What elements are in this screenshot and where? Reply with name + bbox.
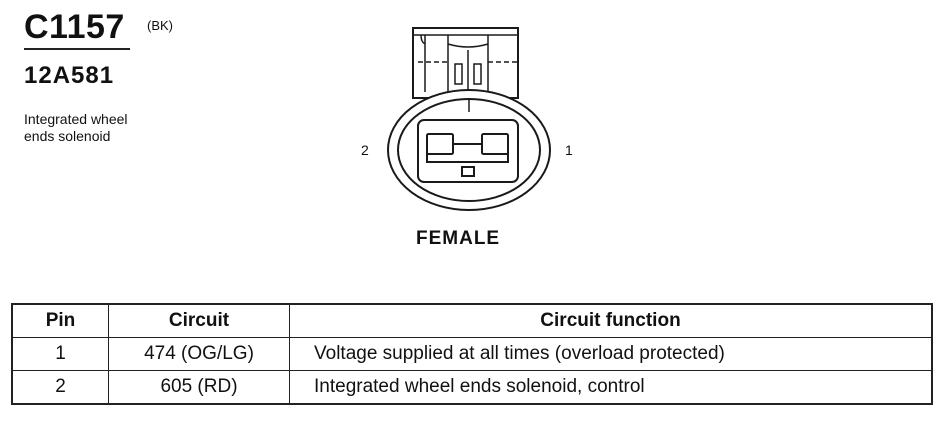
connector-face-diagram [387, 27, 551, 211]
connector-id: C1157 [24, 8, 125, 46]
latch-center-tab [447, 35, 489, 92]
pin-label-2: 2 [361, 142, 369, 158]
part-number: 12A581 [24, 62, 115, 89]
table-row: 2 605 (RD) Integrated wheel ends solenoi… [11, 370, 933, 405]
connector-color: (BK) [147, 18, 173, 33]
cell-circuit: 474 (OG/LG) [108, 337, 290, 371]
table-row: 1 474 (OG/LG) Voltage supplied at all ti… [11, 337, 933, 371]
terminal-cavity [417, 119, 519, 183]
latch-left-clip [454, 63, 463, 85]
latch-right-clip [473, 63, 482, 85]
table-header-row: Pin Circuit Circuit function [11, 303, 933, 338]
connector-id-underline [24, 48, 130, 50]
pin-table: Pin Circuit Circuit function 1 474 (OG/L… [11, 303, 933, 405]
latch-housing [412, 27, 519, 99]
cell-circuit-function: Voltage supplied at all times (overload … [289, 337, 933, 371]
cell-circuit: 605 (RD) [108, 370, 290, 405]
header-circuit: Circuit [108, 303, 290, 338]
terminal-bridge [426, 143, 509, 163]
cell-pin: 2 [11, 370, 109, 405]
latch-left-tab [420, 34, 426, 92]
description-line-2: ends solenoid [24, 128, 111, 144]
description-line-1: Integrated wheel [24, 111, 128, 127]
connector-gender: FEMALE [416, 228, 501, 249]
cell-circuit-function: Integrated wheel ends solenoid, control [289, 370, 933, 405]
header-pin: Pin [11, 303, 109, 338]
connector-description: Integrated wheel ends solenoid [24, 111, 174, 145]
header-circuit-function: Circuit function [289, 303, 933, 338]
cell-pin: 1 [11, 337, 109, 371]
polarizing-notch [461, 166, 475, 177]
pin-label-1: 1 [565, 142, 573, 158]
